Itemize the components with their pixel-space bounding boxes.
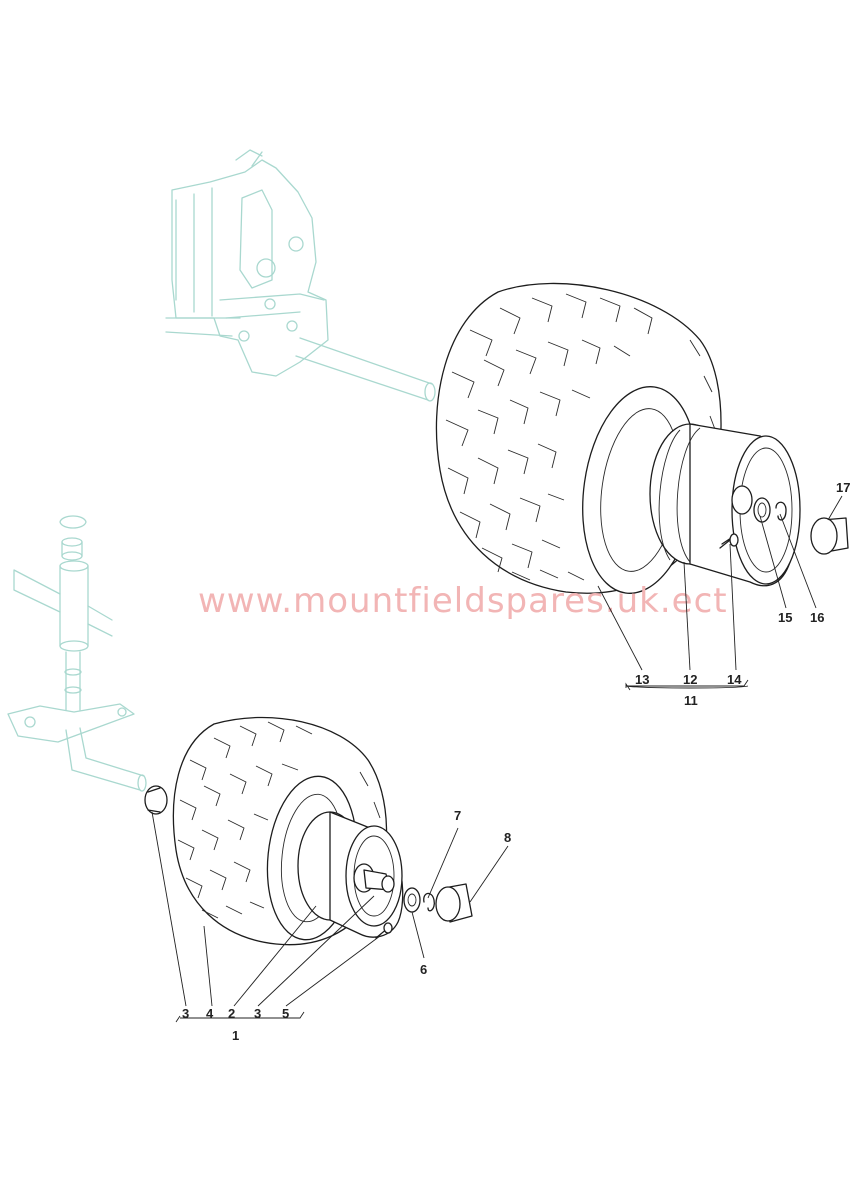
front-tyre-tread [177,721,383,919]
callout-5: 5 [282,1006,289,1021]
callout-7: 7 [454,808,461,823]
callouts-front: 3 4 2 3 5 1 6 7 8 [182,808,511,1043]
rear-hub-parts [731,485,849,555]
callout-4: 4 [206,1006,214,1021]
leader-lines-rear [597,495,843,691]
callout-17: 17 [836,480,850,495]
watermark-text: www.mountfieldspares.uk.ect [198,581,728,621]
front-bush [144,785,168,815]
steering-spindle-ghost [7,515,147,792]
callout-12: 12 [683,672,697,687]
callouts-rear: 13 12 14 11 15 16 17 [635,480,850,708]
callout-1: 1 [232,1028,239,1043]
callout-3-right: 3 [254,1006,261,1021]
front-rim [297,811,404,939]
callout-2: 2 [228,1006,235,1021]
callout-13: 13 [635,672,649,687]
callout-3-left: 3 [182,1006,189,1021]
callout-11: 11 [684,693,698,708]
callout-6: 6 [420,962,427,977]
front-hub-parts [403,883,473,923]
callout-14: 14 [727,672,742,687]
callout-15: 15 [778,610,792,625]
callout-8: 8 [504,830,511,845]
rear-tyre-tread [445,293,717,581]
leader-lines-front [151,811,509,1023]
callout-16: 16 [810,610,824,625]
transaxle-ghost [165,149,436,402]
